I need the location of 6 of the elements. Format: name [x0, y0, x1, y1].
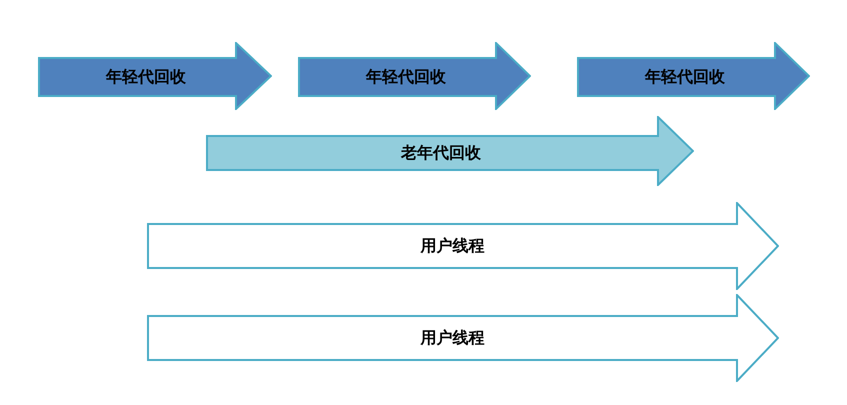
arrow-label: 年轻代回收 [366, 66, 446, 88]
arrow-label: 老年代回收 [401, 142, 481, 164]
arrow-label: 用户线程 [420, 235, 484, 257]
arrow-label: 年轻代回收 [644, 66, 725, 88]
arrow-label: 用户线程 [420, 327, 484, 349]
arrow-label: 年轻代回收 [106, 66, 186, 88]
